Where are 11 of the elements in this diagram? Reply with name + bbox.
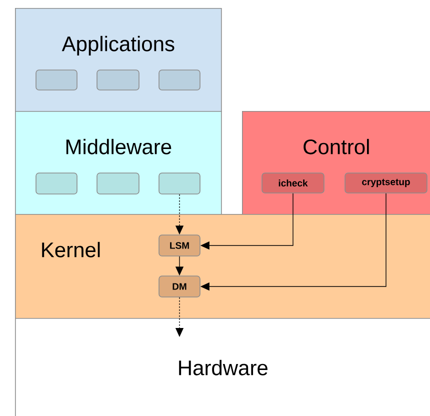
module-box xyxy=(96,172,140,194)
module-box: cryptsetup xyxy=(344,172,428,194)
layer-band: Hardware xyxy=(15,318,430,416)
module-box: DM xyxy=(158,276,200,298)
module-box xyxy=(36,70,78,90)
module-box: LSM xyxy=(158,234,200,256)
module-box xyxy=(158,70,200,90)
module-box xyxy=(36,172,78,194)
module-box: icheck xyxy=(262,172,324,194)
module-box xyxy=(96,70,140,90)
module-box xyxy=(158,172,200,194)
